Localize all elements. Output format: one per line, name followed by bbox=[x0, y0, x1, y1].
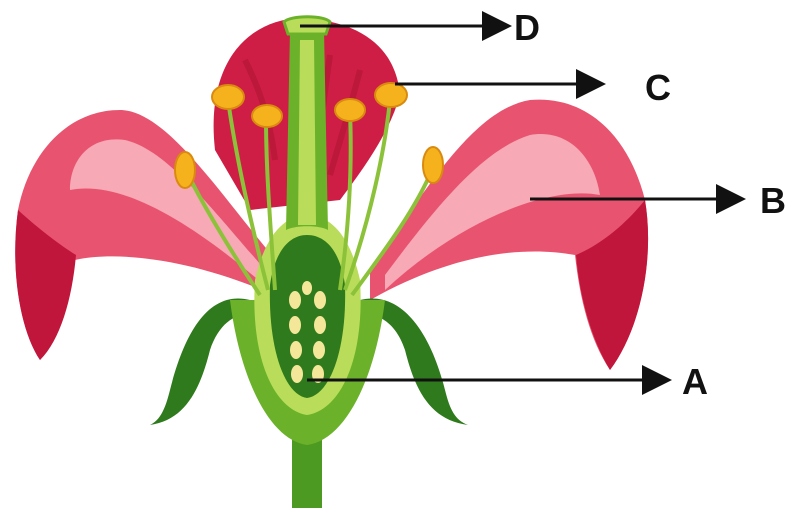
ovule bbox=[302, 281, 312, 295]
anther bbox=[212, 85, 244, 109]
anther bbox=[375, 83, 407, 107]
label-c: C bbox=[645, 67, 671, 108]
ovule bbox=[289, 316, 301, 334]
ovule bbox=[291, 365, 303, 383]
label-d: D bbox=[514, 7, 540, 48]
ovule bbox=[289, 291, 301, 309]
label-b: B bbox=[760, 180, 786, 221]
anther bbox=[423, 147, 443, 183]
ovule bbox=[313, 341, 325, 359]
anther bbox=[335, 99, 365, 121]
ovule bbox=[314, 316, 326, 334]
ovule bbox=[314, 291, 326, 309]
anther bbox=[252, 105, 282, 127]
style-core bbox=[298, 40, 316, 225]
anther bbox=[175, 152, 195, 188]
ovule bbox=[290, 341, 302, 359]
label-a: A bbox=[682, 361, 708, 402]
